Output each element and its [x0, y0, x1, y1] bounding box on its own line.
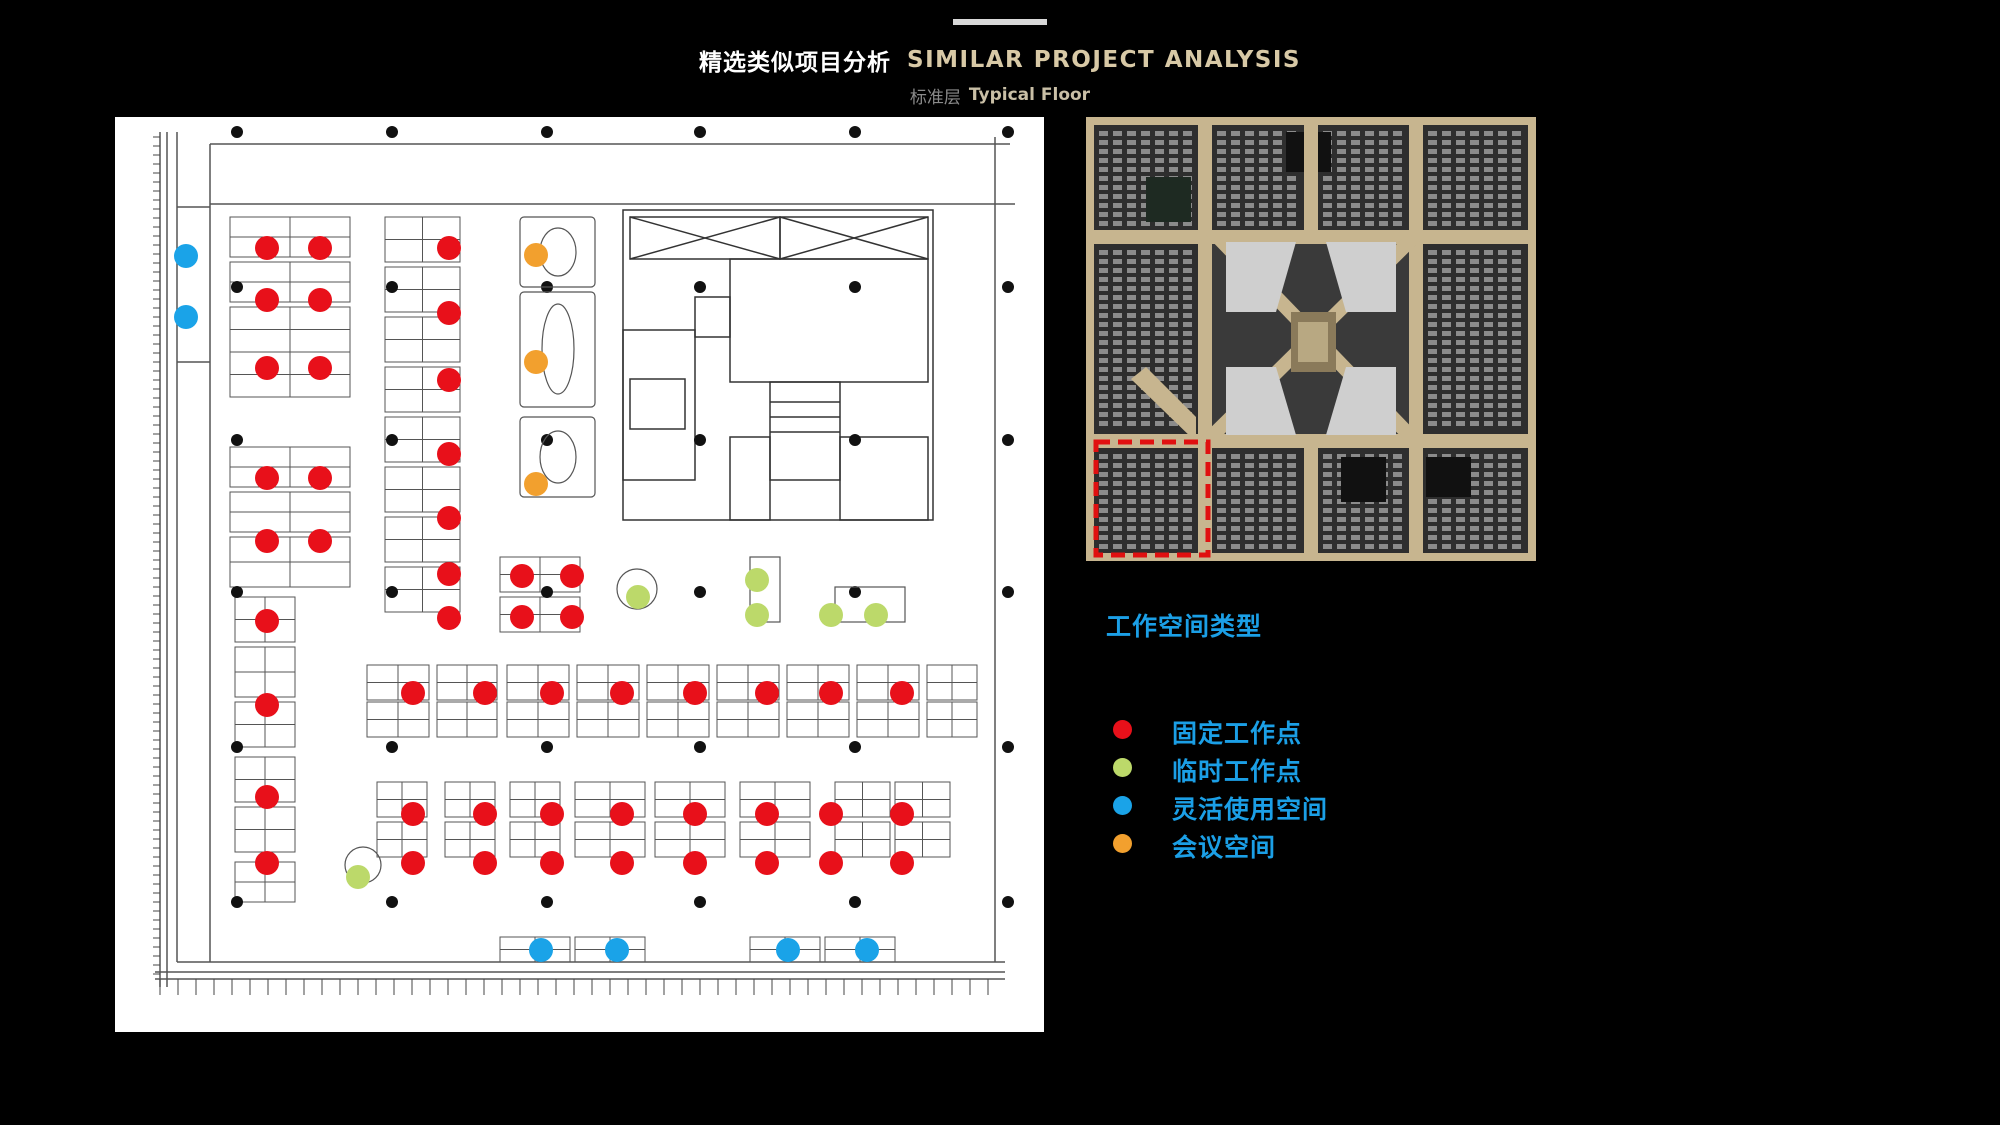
- legend-dot-meeting: [1113, 834, 1132, 853]
- legend-dot-fixed: [1113, 720, 1132, 739]
- fixed-work-point: [755, 681, 779, 705]
- fixed-work-point: [683, 681, 707, 705]
- fixed-work-point: [401, 802, 425, 826]
- fixed-work-point: [755, 851, 779, 875]
- fixed-work-point: [437, 368, 461, 392]
- legend-title: 工作空间类型: [1106, 612, 1263, 641]
- fixed-work-point: [401, 681, 425, 705]
- legend-dot-temporary: [1113, 758, 1132, 777]
- fixed-work-point: [610, 802, 634, 826]
- fixed-work-point: [890, 851, 914, 875]
- fixed-work-point: [437, 301, 461, 325]
- fixed-work-point: [308, 529, 332, 553]
- fixed-work-point: [255, 529, 279, 553]
- fixed-work-point: [437, 562, 461, 586]
- meeting-work-point: [524, 350, 548, 374]
- legend-item-flexible: 灵活使用空间: [1110, 786, 1510, 824]
- legend-label: 固定工作点: [1172, 719, 1303, 748]
- fixed-work-point: [473, 802, 497, 826]
- flexible-work-point: [776, 938, 800, 962]
- fixed-work-point: [683, 851, 707, 875]
- fixed-work-point: [540, 802, 564, 826]
- temporary-work-point: [626, 585, 650, 609]
- fixed-work-point: [610, 681, 634, 705]
- floor-plan: [115, 117, 1044, 1032]
- fixed-work-point: [560, 564, 584, 588]
- flexible-work-point: [529, 938, 553, 962]
- flexible-work-point: [855, 938, 879, 962]
- fixed-work-point: [540, 851, 564, 875]
- meeting-work-point: [524, 472, 548, 496]
- site-map-icon: [1086, 117, 1536, 561]
- page-title: 精选类似项目分析 SIMILAR PROJECT ANALYSIS: [0, 42, 2000, 78]
- legend: 固定工作点 临时工作点 灵活使用空间 会议空间: [1110, 710, 1510, 862]
- fixed-work-point: [510, 605, 534, 629]
- subtitle-chinese: 标准层: [909, 87, 961, 108]
- temporary-work-point: [346, 865, 370, 889]
- fixed-work-point: [308, 288, 332, 312]
- fixed-work-point: [819, 802, 843, 826]
- fixed-work-point: [401, 851, 425, 875]
- fixed-work-point: [610, 851, 634, 875]
- temporary-work-point: [819, 603, 843, 627]
- fixed-work-point: [255, 851, 279, 875]
- flexible-work-point: [174, 244, 198, 268]
- header-rule: [953, 19, 1047, 25]
- legend-label: 会议空间: [1172, 833, 1277, 862]
- page-subtitle: 标准层 Typical Floor: [0, 82, 2000, 108]
- meeting-work-point: [524, 243, 548, 267]
- fixed-work-point: [819, 681, 843, 705]
- fixed-work-point: [510, 564, 534, 588]
- fixed-work-point: [473, 851, 497, 875]
- fixed-work-point: [683, 802, 707, 826]
- legend-label: 临时工作点: [1172, 757, 1303, 786]
- fixed-work-point: [255, 785, 279, 809]
- fixed-work-point: [890, 802, 914, 826]
- legend-item-fixed: 固定工作点: [1110, 710, 1510, 748]
- temporary-work-point: [745, 568, 769, 592]
- legend-dot-flexible: [1113, 796, 1132, 815]
- fixed-work-point: [819, 851, 843, 875]
- fixed-work-point: [755, 802, 779, 826]
- fixed-work-point: [890, 681, 914, 705]
- fixed-work-point: [540, 681, 564, 705]
- legend-item-meeting: 会议空间: [1110, 824, 1510, 862]
- temporary-work-point: [864, 603, 888, 627]
- flexible-work-point: [174, 305, 198, 329]
- title-english: SIMILAR PROJECT ANALYSIS: [907, 47, 1301, 73]
- fixed-work-point: [437, 506, 461, 530]
- fixed-work-point: [437, 236, 461, 260]
- highlight-frame: [1093, 439, 1211, 558]
- fixed-work-point: [255, 466, 279, 490]
- floor-plan-drawing-icon: [153, 126, 1015, 995]
- fixed-work-point: [437, 442, 461, 466]
- fixed-work-point: [255, 356, 279, 380]
- legend-label: 灵活使用空间: [1172, 795, 1329, 824]
- fixed-work-point: [560, 605, 584, 629]
- temporary-work-point: [745, 603, 769, 627]
- fixed-work-point: [308, 236, 332, 260]
- fixed-work-point: [473, 681, 497, 705]
- fixed-work-point: [255, 236, 279, 260]
- fixed-work-point: [437, 606, 461, 630]
- title-chinese: 精选类似项目分析: [699, 50, 891, 76]
- subtitle-english: Typical Floor: [968, 85, 1091, 105]
- site-map: [1086, 117, 1536, 561]
- fixed-work-point: [255, 609, 279, 633]
- fixed-work-point: [308, 466, 332, 490]
- fixed-work-point: [255, 693, 279, 717]
- fixed-work-point: [308, 356, 332, 380]
- fixed-work-point: [255, 288, 279, 312]
- legend-item-temporary: 临时工作点: [1110, 748, 1510, 786]
- flexible-work-point: [605, 938, 629, 962]
